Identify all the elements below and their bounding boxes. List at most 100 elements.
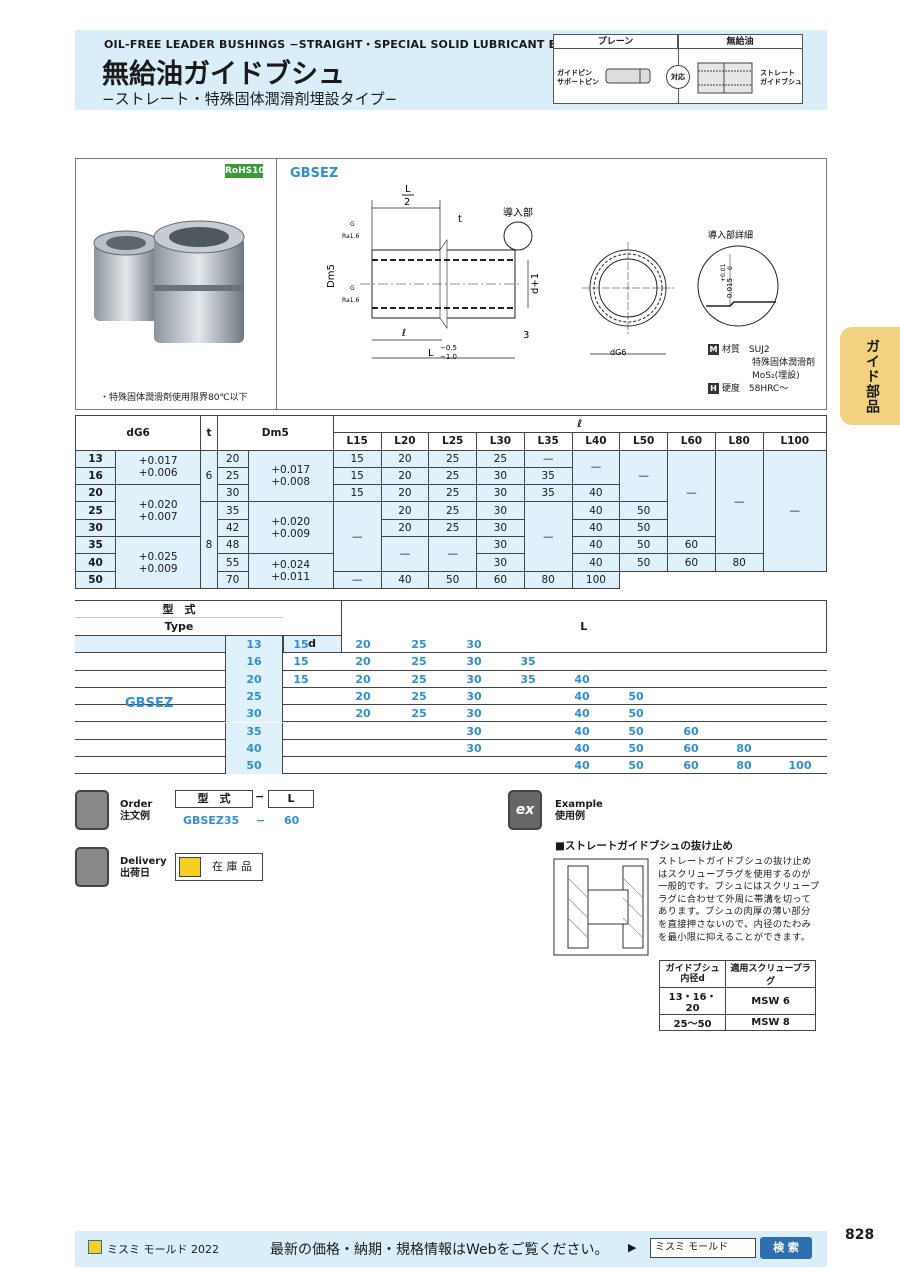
spec-list: M 材質 SUJ2 特殊固体潤滑剤 MoS₂(埋設) H 硬度 58HRC〜 bbox=[708, 344, 816, 394]
L-cell: 30 bbox=[466, 741, 482, 755]
L-cell: 80 bbox=[736, 759, 752, 773]
phone-icon bbox=[75, 790, 109, 830]
dim-three: 3 bbox=[523, 330, 529, 341]
L-cell: 20 bbox=[355, 638, 371, 651]
table-row: 20 15 20 25 30 35 40 bbox=[75, 670, 827, 688]
L-cell: 15 bbox=[293, 672, 309, 686]
L-cell: 50 bbox=[628, 707, 644, 721]
d-cell: 35 bbox=[225, 722, 283, 740]
L-cell: 60 bbox=[683, 741, 699, 755]
L-cell: 30 bbox=[466, 655, 482, 669]
order-h-L: L bbox=[268, 790, 314, 808]
side-tab[interactable]: ガイド部品 bbox=[840, 327, 900, 425]
compat-left-label: ガイドピン サポートピン bbox=[557, 69, 599, 86]
L-cell: 40 bbox=[574, 707, 590, 721]
L-cell: 30 bbox=[466, 707, 482, 721]
ra-top: Ra1.6 bbox=[342, 233, 359, 240]
dim-L: L bbox=[428, 348, 434, 359]
product-box bbox=[75, 158, 827, 410]
L-cell: 20 bbox=[355, 707, 371, 721]
L-cell: 40 bbox=[574, 741, 590, 755]
th-ell: ℓ bbox=[332, 414, 828, 434]
compat-center: 対応 bbox=[666, 65, 690, 89]
rohs-badge: RoHS10 bbox=[225, 164, 265, 178]
L-cell: 25 bbox=[411, 655, 427, 669]
L-cell: 40 bbox=[574, 724, 590, 738]
L-cell: 40 bbox=[574, 759, 590, 773]
page-title: 無給油ガイドブシュ bbox=[102, 59, 345, 90]
th-t: t bbox=[200, 415, 218, 451]
d-cell: 13 bbox=[225, 636, 283, 654]
bushing-icon bbox=[697, 62, 753, 94]
search-input[interactable]: ミスミ モールド bbox=[650, 1238, 756, 1258]
intro-detail-drawing: 導入部詳細 0.015 +0.01 0 bbox=[697, 229, 779, 327]
L-cell: 20 bbox=[355, 655, 371, 669]
L-cell: 25 bbox=[411, 638, 427, 651]
intro-label: 導入部 bbox=[503, 206, 533, 219]
brand-icon bbox=[88, 1240, 102, 1254]
dim-tol-top: −0.5 bbox=[440, 344, 457, 352]
compat-col2: 無給油 bbox=[678, 35, 802, 49]
subtitle-jp: −ストレート・特殊固体潤滑剤埋設タイプ− bbox=[102, 90, 398, 108]
table-row: 35 30 40 50 60 bbox=[75, 722, 827, 740]
L-cell: 50 bbox=[628, 689, 644, 703]
dim-dg6: dG6 bbox=[610, 348, 626, 357]
L-cell: 40 bbox=[574, 689, 590, 703]
footer-brand: ミスミ モールド 2022 bbox=[107, 1243, 219, 1256]
L-cell: 60 bbox=[683, 724, 699, 738]
order-h-type: 型 式 bbox=[175, 790, 253, 808]
intro-detail-label: 導入部詳細 bbox=[708, 229, 753, 241]
L-cell: 25 bbox=[411, 672, 427, 686]
box-icon bbox=[179, 857, 201, 877]
L-cell: 30 bbox=[466, 724, 482, 738]
stock-badge: 在 庫 品 bbox=[175, 853, 263, 881]
dim-l2-den: 2 bbox=[404, 197, 410, 208]
L-cell: 35 bbox=[520, 655, 536, 669]
order-ex-type: GBSEZ35 bbox=[183, 814, 240, 827]
footer-msg: 最新の価格・納期・規格情報はWebをご覧ください。 bbox=[270, 1242, 609, 1258]
ra-bottom: Ra1.6 bbox=[342, 297, 359, 304]
table-row: 16 15 20 25 30 35 bbox=[75, 653, 827, 671]
technical-drawing: L 2 t 導入部 Dm5 d+1 Ra1.6 Ra1.6 G G ℓ L −0… bbox=[326, 184, 674, 361]
example-drawing bbox=[553, 858, 649, 956]
L-cell: 25 bbox=[411, 689, 427, 703]
L-cell: 20 bbox=[355, 672, 371, 686]
type-name: GBSEZ bbox=[125, 696, 174, 711]
d-cell: 20 bbox=[225, 670, 283, 688]
L-cell: 60 bbox=[683, 759, 699, 773]
d-cell: 16 bbox=[225, 653, 283, 671]
dim-tol-bot: −1.0 bbox=[440, 353, 457, 361]
th-dg6: dG6 bbox=[74, 415, 202, 451]
table-row: 50 40 50 60 80 100 bbox=[75, 757, 827, 775]
L-cell: 50 bbox=[628, 724, 644, 738]
search-button[interactable]: 検 索 bbox=[760, 1237, 812, 1259]
model-name: GBSEZ bbox=[290, 166, 339, 181]
L-cell: 30 bbox=[466, 672, 482, 686]
L-cell: 50 bbox=[628, 759, 644, 773]
d-cell: 50 bbox=[225, 757, 283, 775]
L-cell: 15 bbox=[293, 655, 309, 669]
subtitle-en: OIL-FREE LEADER BUSHINGS −STRAIGHT・SPECI… bbox=[104, 38, 665, 51]
L-cell: 20 bbox=[355, 689, 371, 703]
L-cell: 35 bbox=[520, 672, 536, 686]
truck-icon bbox=[75, 847, 109, 887]
detail-tol: 0.015 bbox=[726, 278, 734, 298]
dim-dplus: d+1 bbox=[530, 273, 541, 294]
L-cell: 40 bbox=[574, 672, 590, 686]
dim-l2-num: L bbox=[405, 184, 411, 195]
page-number: 828 bbox=[845, 1227, 875, 1243]
L-cell: 100 bbox=[788, 759, 812, 773]
dim-dm5: Dm5 bbox=[326, 264, 337, 288]
example-title: ■ストレートガイドブシュの抜け止め bbox=[555, 840, 733, 852]
compat-box: プレーン 無給油 ガイドピン サポートピン 対応 ストレート ガイドブシュ bbox=[553, 34, 803, 104]
usage-note: ・特殊固体潤滑剤使用限界80℃以下 bbox=[100, 393, 248, 403]
dim-t: t bbox=[458, 214, 462, 225]
L-cell: 25 bbox=[411, 707, 427, 721]
